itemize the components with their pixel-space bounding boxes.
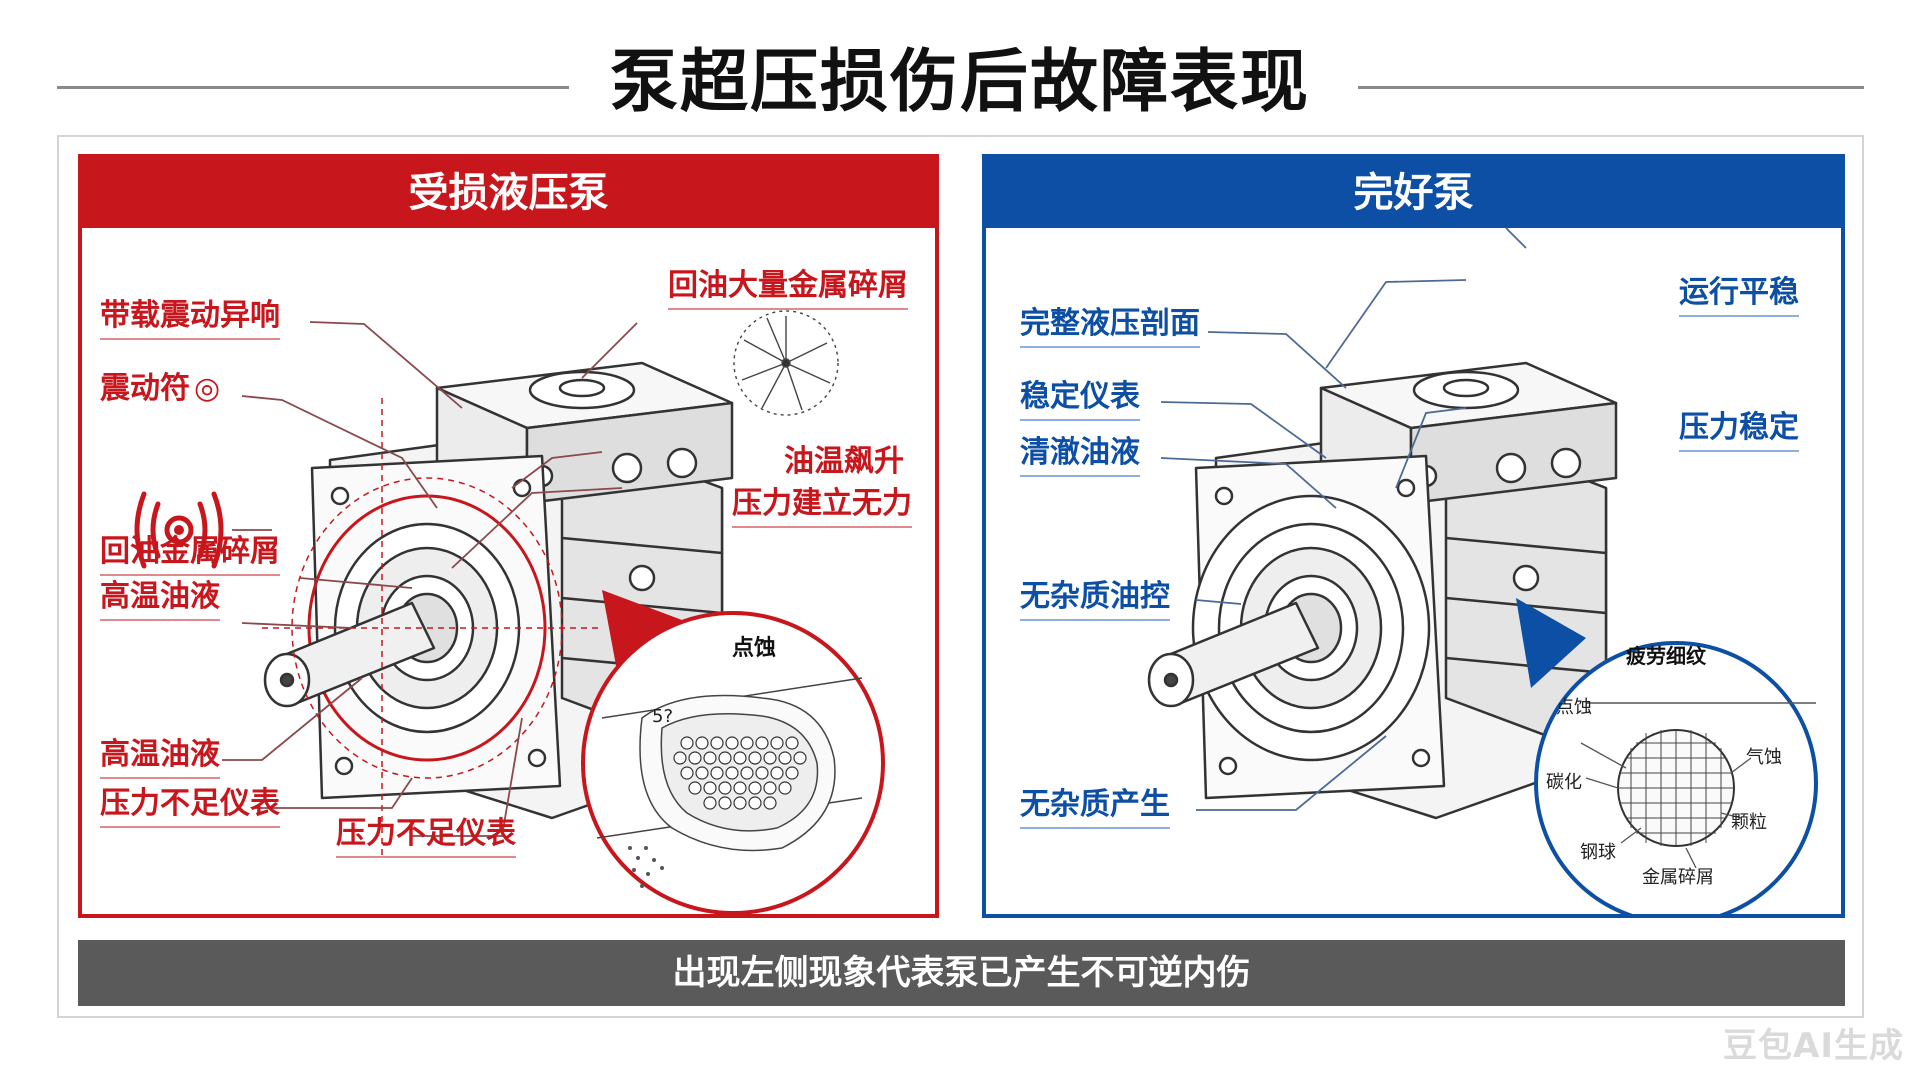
label-no-impurity-control: 无杂质油控: [1020, 578, 1170, 621]
label-full-section: 完整液压剖面: [1020, 305, 1200, 348]
label-no-impurity-produced: 无杂质产生: [1020, 786, 1170, 829]
inset-label-metal-chips: 金属碎屑: [1642, 867, 1714, 888]
inset-label-carbonization: 碳化: [1546, 772, 1582, 793]
label-clear-oil: 清澈油液: [1020, 434, 1140, 477]
circle-glyph: ◎: [194, 371, 221, 406]
label-pressure-gauge-2: 压力不足仪表: [336, 815, 516, 858]
label-oil-temp-rise: 油温飙升: [784, 444, 904, 479]
damaged-pump-diagram: [134, 310, 885, 914]
label-high-temp-1: 高温油液: [100, 578, 220, 621]
label-return-metal: 回油金属碎屑: [100, 533, 280, 576]
watermark: 豆包AI生成: [1723, 1026, 1904, 1066]
title-rule-left: [57, 86, 569, 89]
inset-label-cavitation: 气蚀: [1746, 747, 1782, 768]
label-pressure-gauge-1: 压力不足仪表: [100, 785, 280, 828]
inset-fatigue-title: 疲劳细纹: [1626, 644, 1706, 668]
label-running-smooth: 运行平稳: [1679, 274, 1799, 317]
label-stable-gauge: 稳定仪表: [1020, 378, 1140, 421]
inset-label-particles: 颗粒: [1731, 812, 1767, 833]
inset-pitting-title: 点蚀: [732, 636, 777, 661]
healthy-pump-header: 完好泵: [986, 158, 1841, 228]
damaged-pump-panel: 受损液压泵: [78, 154, 939, 918]
label-noise: 带载震动异响: [100, 297, 280, 340]
title-rule-right: [1358, 86, 1864, 89]
label-return-heavy-metal: 回油大量金属碎屑: [668, 267, 908, 310]
inset-label-steel-ball: 钢球: [1580, 842, 1616, 863]
content-frame: [57, 135, 1864, 1018]
damaged-pump-header: 受损液压泵: [82, 158, 935, 228]
bottom-banner: 出现左侧现象代表泵已产生不可逆内伤: [78, 940, 1845, 1006]
inset-label-pitting: 点蚀: [1556, 697, 1592, 718]
label-vibration-symbol: 震动符◎: [100, 371, 221, 406]
page-title: 泵超压损伤后故障表现: [609, 43, 1310, 122]
healthy-pump-panel: 完好泵: [982, 154, 1845, 918]
healthy-pump-diagram: [1147, 227, 1818, 914]
inset-angle: 5?: [652, 706, 674, 727]
label-pressure-weak: 压力建立无力: [732, 485, 912, 528]
label-pressure-stable: 压力稳定: [1679, 409, 1799, 452]
label-high-temp-2: 高温油液: [100, 736, 220, 779]
